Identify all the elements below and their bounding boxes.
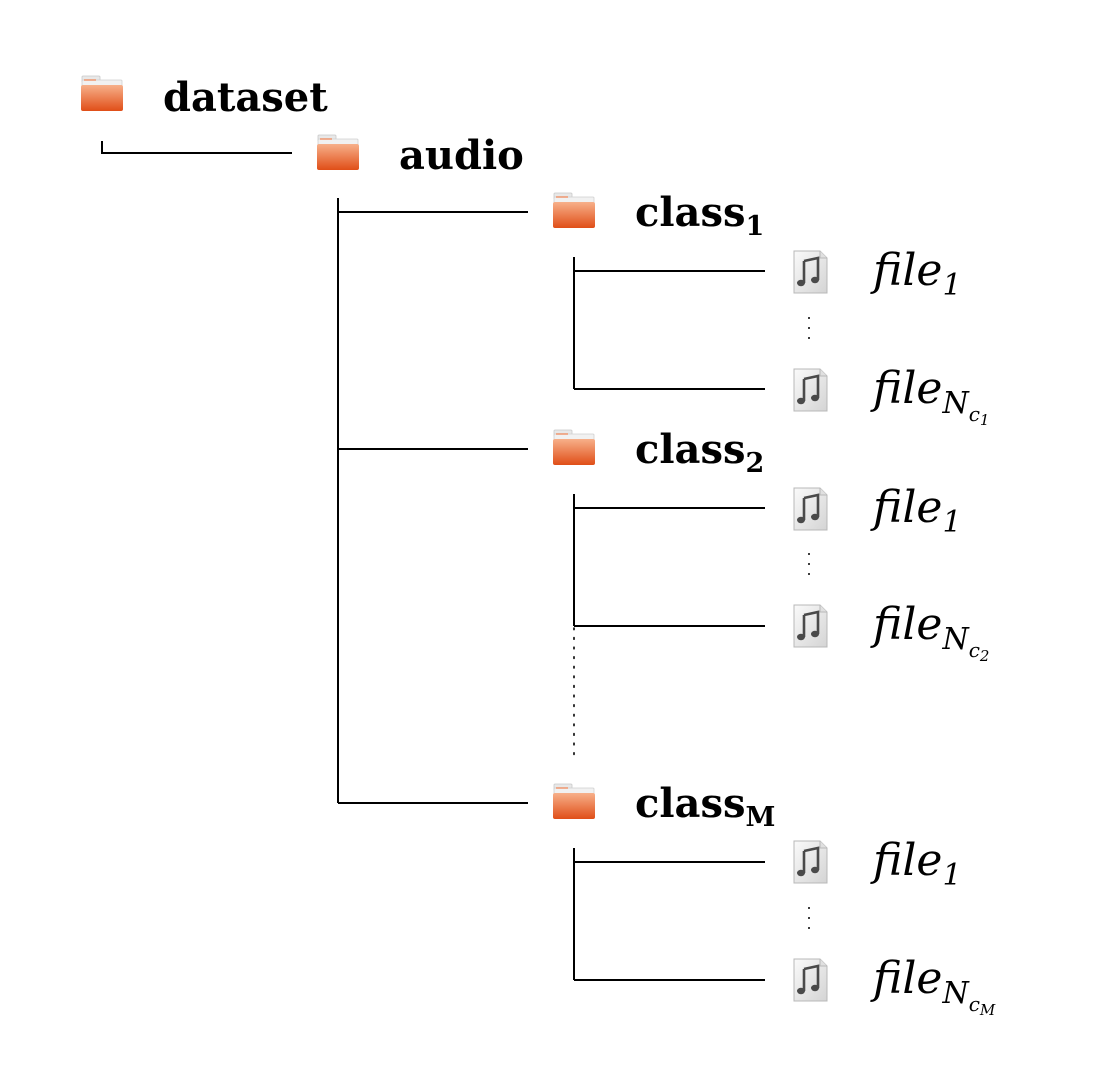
file-label-class1-fileN: fileNc1 bbox=[873, 367, 989, 428]
file-count-class-index: 1 bbox=[979, 411, 990, 429]
class2-index: 2 bbox=[745, 448, 765, 479]
file-label-class2-file1: file1 bbox=[873, 486, 962, 538]
audio-file-icon-classM-fileN bbox=[793, 958, 828, 1002]
audio-file-icon-class1-file1 bbox=[793, 250, 828, 294]
file-name: file bbox=[873, 599, 943, 650]
ellipsis-class2-files bbox=[808, 553, 810, 555]
folder-icon-class1 bbox=[553, 192, 595, 228]
class1-index: 1 bbox=[745, 211, 765, 242]
file-name: file bbox=[873, 482, 943, 533]
ellipsis-class1-files bbox=[808, 317, 810, 319]
file-label-class2-fileN: fileNc2 bbox=[873, 603, 989, 664]
folder-label-dataset: dataset bbox=[163, 74, 328, 121]
folder-icon-dataset bbox=[81, 75, 123, 111]
folder-label-audio: audio bbox=[399, 132, 524, 179]
classM-name: class bbox=[635, 780, 746, 827]
file-count-class-symbol: c bbox=[968, 402, 980, 426]
folder-icon-class2 bbox=[553, 429, 595, 465]
file-label-class1-file1: file1 bbox=[873, 249, 962, 301]
file-index: 1 bbox=[942, 858, 962, 893]
file-name: file bbox=[873, 245, 943, 296]
file-count-class-symbol: c bbox=[968, 992, 980, 1016]
file-ellipses bbox=[808, 317, 810, 929]
file-count-symbol: N bbox=[942, 386, 969, 421]
file-name: file bbox=[873, 953, 943, 1004]
classM-index: M bbox=[745, 802, 776, 833]
folder-label-class1: class1 bbox=[635, 193, 764, 241]
file-label-classM-file1: file1 bbox=[873, 839, 962, 891]
folder-icon-classM bbox=[553, 783, 595, 819]
audio-file-icon-class1-fileN bbox=[793, 368, 828, 412]
file-name: file bbox=[873, 363, 943, 414]
file-count-class-index: M bbox=[979, 1001, 996, 1019]
connector-dataset-audio bbox=[101, 141, 292, 154]
folder-label-classM: classM bbox=[635, 784, 775, 832]
ellipsis-classM-files bbox=[808, 907, 810, 909]
file-index: 1 bbox=[942, 505, 962, 540]
folder-label-class2: class2 bbox=[635, 430, 764, 478]
audio-file-icon-classM-file1 bbox=[793, 840, 828, 884]
class1-name: class bbox=[635, 189, 746, 236]
class2-name: class bbox=[635, 426, 746, 473]
folder-icon-audio bbox=[317, 134, 359, 170]
file-label-classM-fileN: fileNcM bbox=[873, 957, 995, 1018]
file-count-class-symbol: c bbox=[968, 638, 980, 662]
file-count-class-index: 2 bbox=[979, 647, 990, 665]
file-name: file bbox=[873, 835, 943, 886]
file-index: 1 bbox=[942, 268, 962, 303]
file-count-symbol: N bbox=[942, 976, 969, 1011]
file-count-symbol: N bbox=[942, 622, 969, 657]
audio-file-icon-class2-file1 bbox=[793, 487, 828, 531]
audio-file-icon-class2-fileN bbox=[793, 604, 828, 648]
